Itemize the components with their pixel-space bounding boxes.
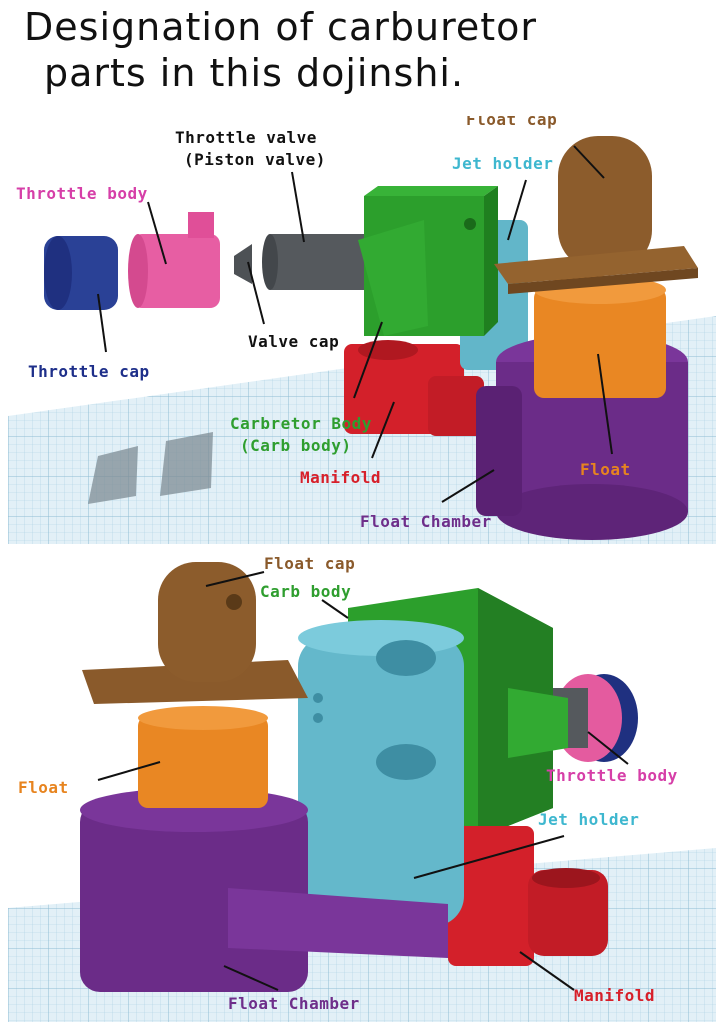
exploded-view-panel: Throttle valve (Piston valve) Float cap … [8,116,716,544]
shadow [160,432,213,496]
throttle-body-label: Throttle body [546,766,678,785]
jet-holder-label: Jet holder [452,154,554,173]
float-chamber-part [80,788,448,992]
throttle-body-part [518,674,638,762]
leader-lines [97,571,629,991]
carb-body-label: Carbretor Body [230,414,372,433]
valve-cap-part [234,244,252,284]
float-label: Float [18,778,69,797]
assembled-view-panel: Float cap Carb body Float Throttle body … [8,548,716,1022]
float-cap-part [494,136,698,294]
title-line-1: Designation of carburetor [24,5,538,49]
jet-holder-label: Jet holder [538,810,640,829]
carb-body-label: Carb body [260,582,352,601]
carb-body-sublabel: (Carb body) [240,436,352,455]
page-title: Designation of carburetor parts in this … [24,4,537,96]
carb-body-part [358,186,498,336]
leader-lines [97,145,613,503]
throttle-valve-part [262,234,378,290]
float-cap-part [82,562,308,704]
float-cap-label: Float cap [466,116,558,129]
exploded-view-drawing [8,116,716,544]
float-chamber-label: Float Chamber [228,994,360,1013]
float-label: Float [580,460,631,479]
throttle-cap-part [44,236,118,310]
assembled-view-drawing [8,548,716,1022]
throttle-body-label: Throttle body [16,184,148,203]
title-line-2: parts in this dojinshi. [44,51,465,95]
manifold-label: Manifold [300,468,382,487]
throttle-cap-label: Throttle cap [28,362,150,381]
float-chamber-label: Float Chamber [360,512,492,531]
throttle-valve-label: Throttle valve [175,128,317,147]
jet-holder-part [298,620,464,926]
manifold-part [448,826,608,966]
throttle-valve-sublabel: (Piston valve) [184,150,326,169]
manifold-label: Manifold [574,986,656,1005]
float-part [534,276,666,398]
throttle-body-part [128,212,220,308]
shadow [88,446,138,504]
valve-cap-label: Valve cap [248,332,340,351]
float-part [138,706,268,808]
float-cap-label: Float cap [264,554,356,573]
